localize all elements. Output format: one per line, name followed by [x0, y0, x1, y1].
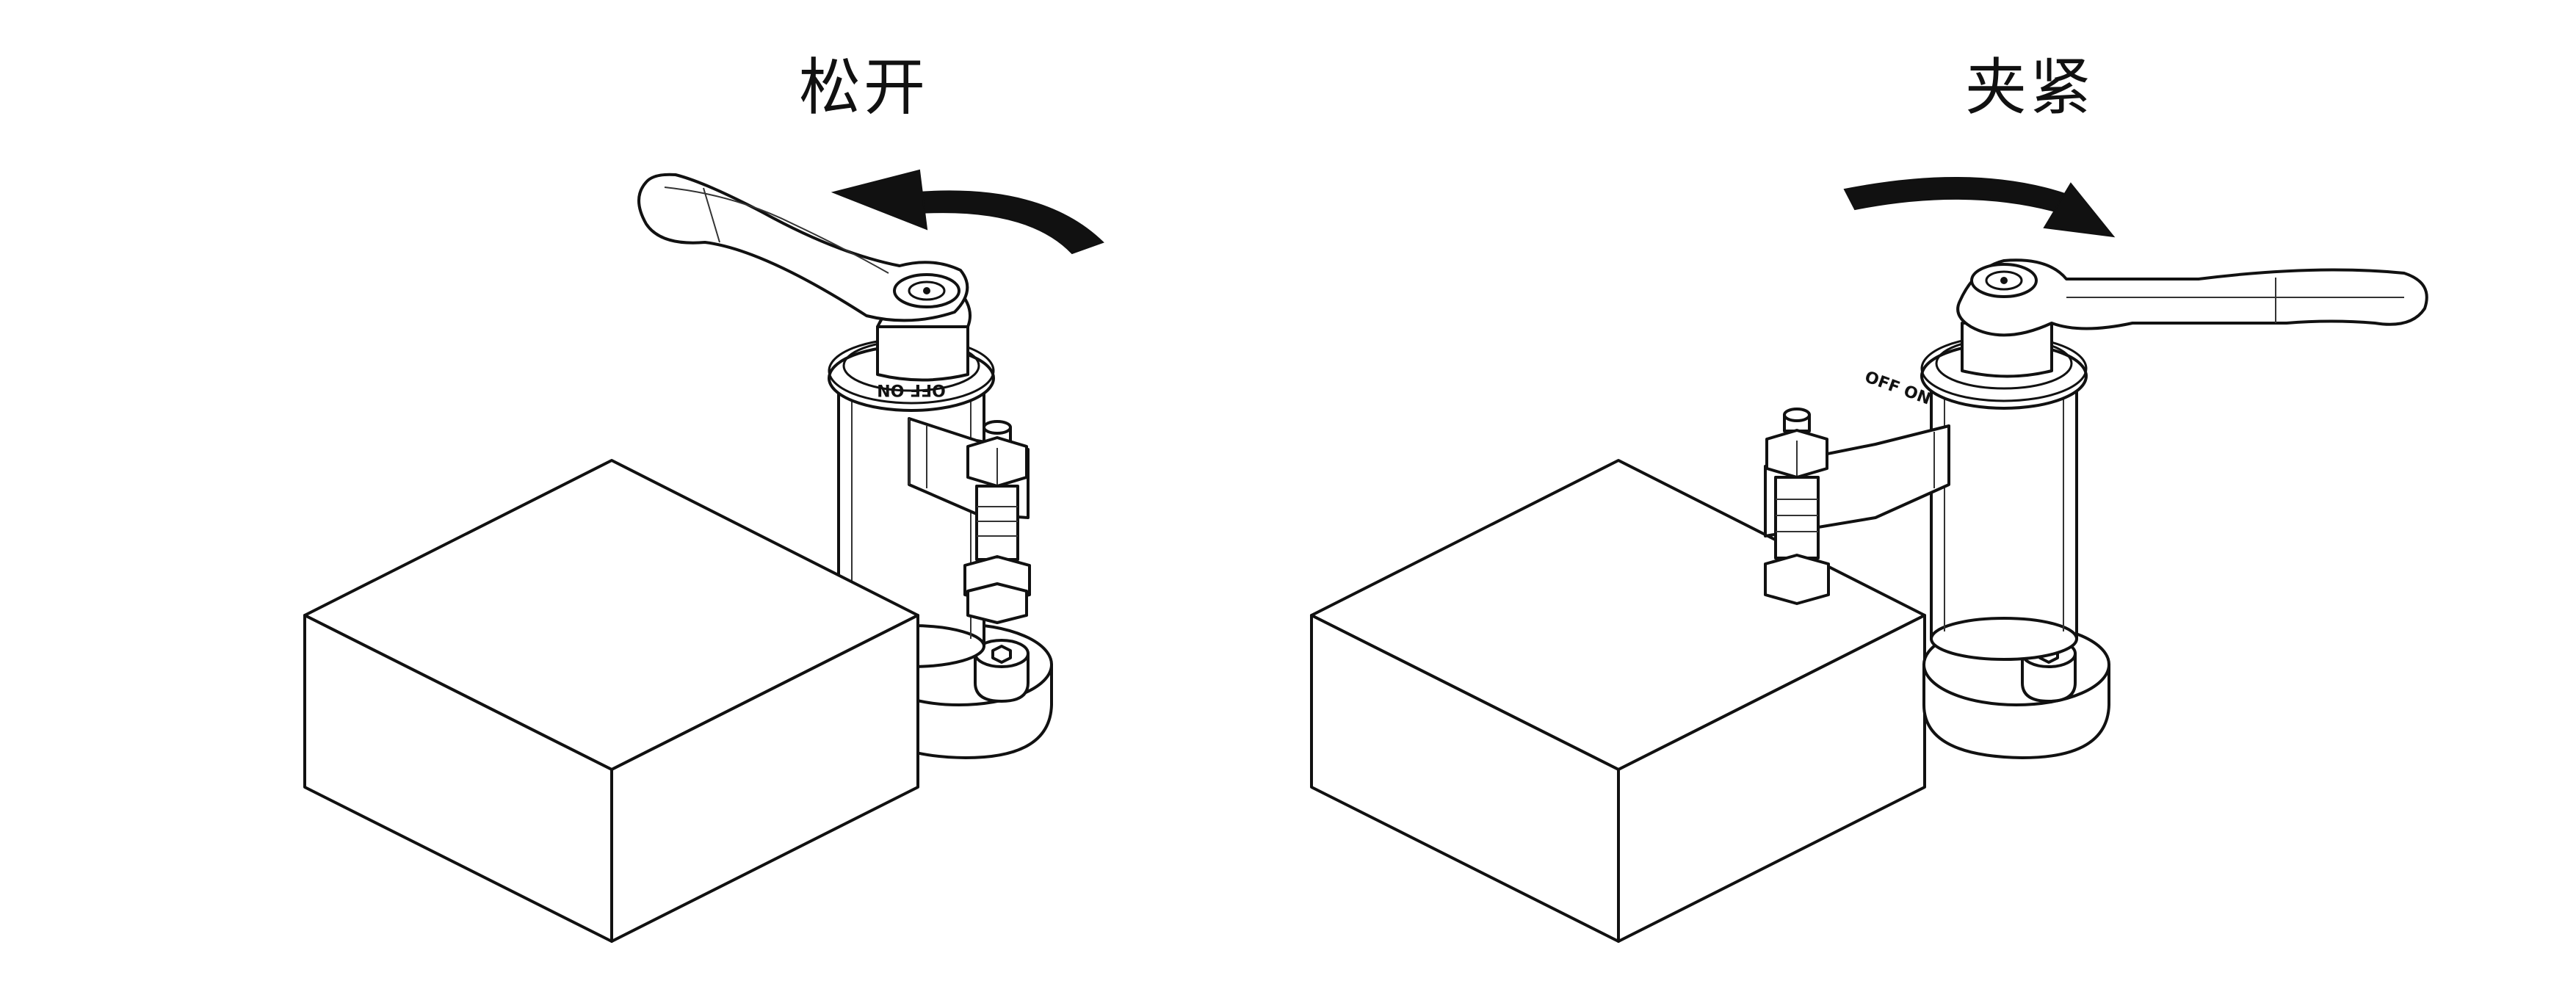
stop-bolt	[1764, 408, 1830, 605]
release-illustration: OFF ON	[303, 169, 1104, 943]
clamp-illustration: OFF ON	[1310, 176, 2428, 943]
workpiece-block	[303, 459, 919, 943]
clamp-body	[1930, 373, 2078, 640]
curved-arrow-right-icon	[1843, 176, 2116, 238]
curved-arrow-left-icon	[831, 169, 1104, 255]
release-panel: 松开 OFF ON	[303, 51, 1104, 943]
stop-bolt	[963, 420, 1031, 624]
ring-label: OFF ON	[877, 380, 946, 399]
clamp-title: 夹紧	[1964, 51, 2094, 123]
cap-screw-icon	[974, 639, 1030, 703]
clamp-panel: 夹紧 OFF ON	[1288, 0, 2576, 992]
workpiece-block	[1310, 459, 1926, 943]
lever-handle	[637, 173, 972, 382]
release-title: 松开	[798, 51, 928, 123]
lever-handle	[1956, 258, 2428, 378]
